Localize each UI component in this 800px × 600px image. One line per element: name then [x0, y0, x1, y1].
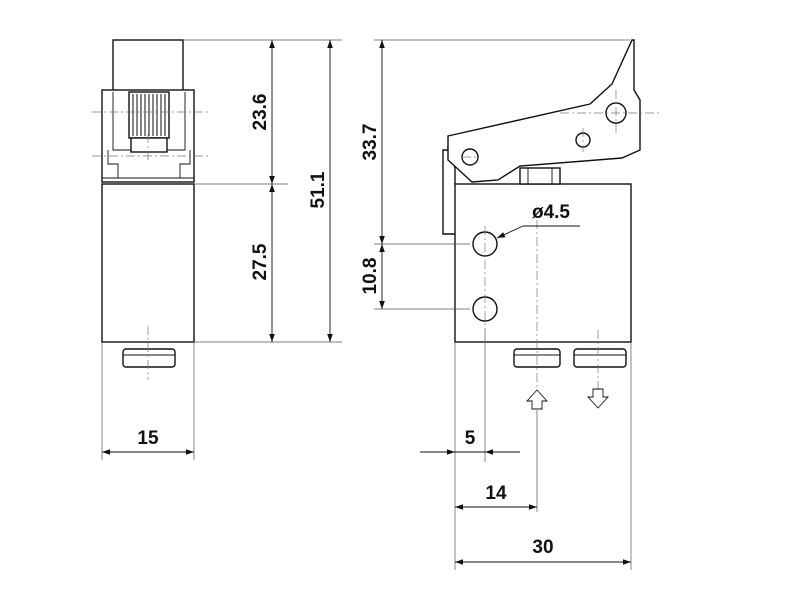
arrow-down-icon	[586, 388, 610, 409]
side-slot	[519, 167, 561, 185]
front-body	[101, 183, 195, 343]
dim-side-height: 33.7	[360, 124, 381, 161]
front-pin-block	[130, 137, 168, 153]
front-dimensions: 23.6 27.5 51.1 15	[101, 39, 342, 460]
roller-knurl	[132, 94, 166, 136]
dim-width-side: 30	[532, 537, 553, 558]
dim-port-offset: 14	[485, 483, 507, 504]
side-port-outlet	[573, 348, 627, 368]
dim-hole-offset: 5	[465, 428, 476, 449]
front-view	[92, 39, 208, 380]
dim-width-front: 15	[137, 428, 159, 449]
dim-total-height: 51.1	[308, 171, 329, 208]
side-view	[442, 39, 660, 410]
front-lever-cap	[112, 39, 184, 93]
side-dimensions: 33.7 10.8 ø4.5 5 14 30	[360, 39, 632, 570]
front-port	[122, 348, 176, 368]
dim-hole-spacing: 10.8	[360, 258, 381, 295]
diameter-leader	[496, 225, 524, 239]
dim-lever-height: 23.6	[250, 94, 271, 131]
side-lever-arm	[447, 39, 641, 183]
arrow-up-icon	[525, 389, 549, 410]
dim-hole-diameter: ø4.5	[532, 202, 570, 223]
dim-body-height: 27.5	[250, 243, 271, 280]
